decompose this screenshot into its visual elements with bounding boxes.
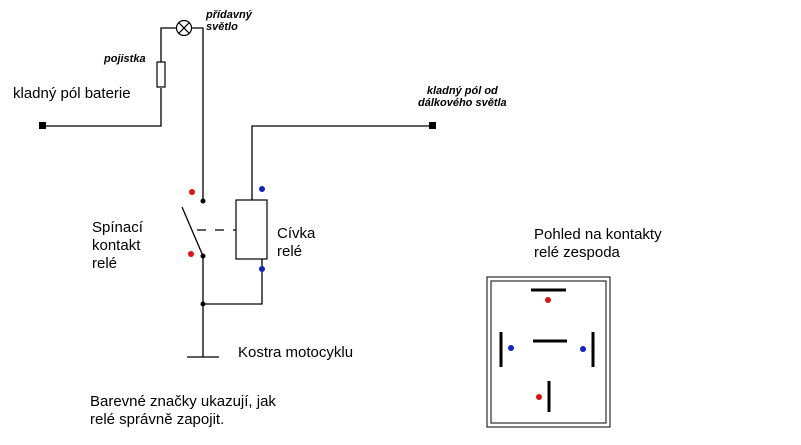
high-beam-terminal-icon xyxy=(429,122,436,129)
fuse-to-lamp-wire xyxy=(160,27,176,62)
marker-red-switch-top xyxy=(189,189,195,195)
battery-wire xyxy=(39,88,162,129)
bottom-view-label: Pohled na kontakty relé zespoda xyxy=(534,226,662,261)
pin-marker-red-top xyxy=(545,297,551,303)
high-beam-positive-label: kladný pól od dálkového světla xyxy=(418,85,507,109)
switch-contact-label: Spínací kontakt relé xyxy=(92,219,143,272)
switch-contact xyxy=(181,198,263,307)
coil-label: Cívka relé xyxy=(277,225,316,260)
pin-marker-red-bottom xyxy=(536,394,542,400)
coil-icon xyxy=(235,199,268,260)
pin-marker-blue-right xyxy=(580,346,586,352)
fuse-label: pojistka xyxy=(104,53,146,65)
note-label: Barevné značky ukazují, jak relé správně… xyxy=(90,393,276,428)
chassis-ground-label: Kostra motocyklu xyxy=(238,344,354,361)
relay-bottom-view xyxy=(486,276,611,428)
switch-top-contact xyxy=(200,198,206,204)
pin-marker-blue-left xyxy=(508,345,514,351)
marker-blue-coil-bottom xyxy=(259,266,265,272)
marker-blue-coil-top xyxy=(259,186,265,192)
relay-inner-frame xyxy=(490,280,607,424)
battery-positive-label: kladný pól baterie xyxy=(13,85,131,102)
fuse-icon xyxy=(156,61,166,88)
extra-light-label: přídavný světlo xyxy=(206,9,252,33)
high-beam-wire xyxy=(251,125,432,200)
lamp-to-switch-wire xyxy=(191,27,204,201)
marker-red-switch-bottom xyxy=(188,251,194,257)
lamp-icon xyxy=(175,19,193,37)
